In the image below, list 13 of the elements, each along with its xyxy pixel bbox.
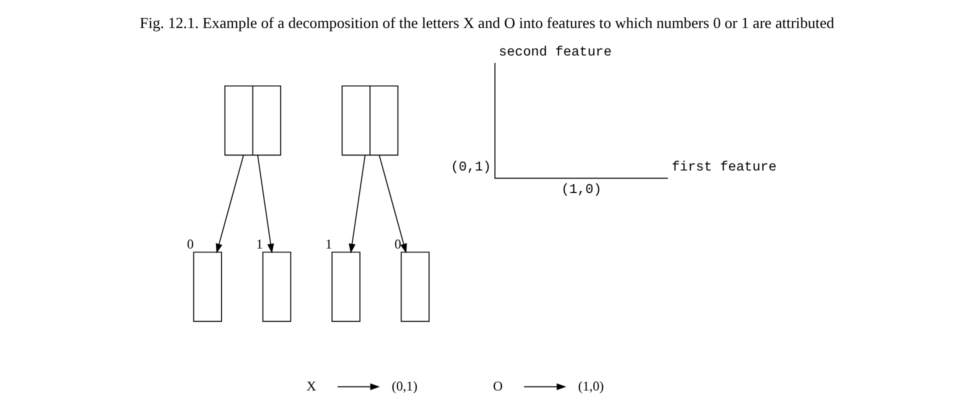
label: (0,1) bbox=[450, 160, 492, 176]
caption: Fig. 12.1. Example of a decomposition of the letters X and O into features to which numbers 0 or 1 are attributed bbox=[140, 15, 834, 32]
node-label: 0 bbox=[186, 236, 194, 252]
node-label: 0 bbox=[394, 236, 402, 252]
node-text: X bbox=[306, 378, 316, 394]
label: (1,0) bbox=[561, 182, 602, 198]
label: first feature bbox=[672, 160, 777, 176]
node-text: O bbox=[492, 378, 503, 394]
label: second feature bbox=[498, 45, 612, 60]
node-label: 1 bbox=[325, 236, 332, 252]
node-label: 1 bbox=[256, 236, 263, 252]
node-text: (1,0) bbox=[578, 378, 604, 394]
node-text: (0,1) bbox=[392, 378, 418, 394]
